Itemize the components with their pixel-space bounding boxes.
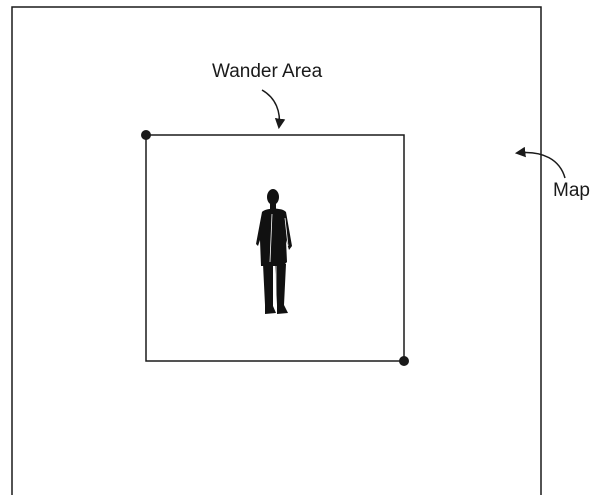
map-label: Map <box>553 180 590 201</box>
wander-area-corner-bottom-right <box>399 356 409 366</box>
map-arrow <box>514 146 566 179</box>
figure-highlights <box>269 213 289 306</box>
wander-area-label: Wander Area <box>212 61 323 82</box>
standing-person-silhouette-icon <box>256 189 292 314</box>
wander-area-arrow <box>261 89 286 130</box>
map-boundary <box>11 6 542 495</box>
wander-area-rect <box>145 134 405 362</box>
wander-area-corner-top-left <box>141 130 151 140</box>
